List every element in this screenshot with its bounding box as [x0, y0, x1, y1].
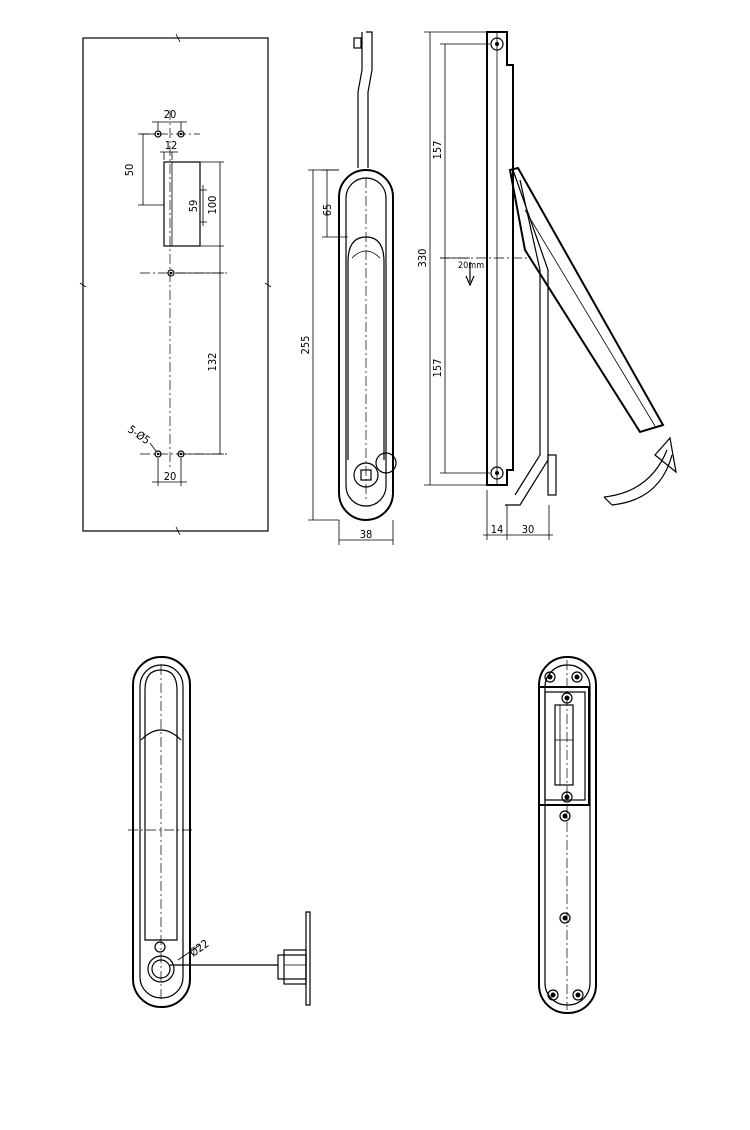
- dim-slot-offset: 50: [123, 164, 136, 177]
- dim-lower-length: 157: [431, 359, 444, 378]
- dim-upper-length: 157: [431, 141, 444, 160]
- dim-total-length: 330: [416, 249, 429, 268]
- slot-cutout: [163, 161, 201, 247]
- handle-rear-view: [538, 656, 597, 1014]
- dim-slot-inner-height: 59: [187, 200, 200, 213]
- dim-base-thickness: 14: [491, 523, 504, 536]
- rotation-arrow-icon: [603, 449, 668, 498]
- rear-screws: [544, 671, 584, 1001]
- handle-side-view: 20mm 157 330 157 14 30: [416, 31, 677, 540]
- dim-top-hole-spacing: 20: [164, 108, 177, 121]
- hole-callout: 5-Ø5: [125, 423, 152, 447]
- opened-handle: [508, 166, 665, 434]
- dim-bottom-hole-spacing: 20: [164, 470, 177, 483]
- base-rail: [486, 31, 514, 486]
- handle-housing: [338, 169, 394, 521]
- handle-lock-view: Ø22: [128, 656, 311, 1008]
- mounting-holes: [154, 130, 185, 458]
- panel-outline: [82, 37, 269, 532]
- dim-slot-height: 100: [206, 196, 219, 215]
- dim-top-to-grip: 65: [321, 204, 334, 217]
- handle-front-view: 65 255 38: [299, 31, 397, 545]
- latch-plate: [538, 686, 590, 806]
- dim-slot-width: 12: [165, 139, 178, 152]
- lock-cylinder-icon-2: [147, 955, 175, 983]
- panel-cutout-view: 20 12 50 59 100 132 20 5-Ø5: [79, 33, 272, 536]
- dim-travel: 20mm: [458, 261, 484, 271]
- rear-housing: [538, 656, 597, 1014]
- dim-depth: 30: [522, 523, 535, 536]
- dim-width: 38: [360, 528, 373, 541]
- handle-housing-2: [132, 656, 191, 1008]
- dim-lower-hole-spacing: 132: [206, 353, 219, 372]
- dim-overall-height: 255: [299, 336, 312, 355]
- lock-cylinder-icon: [353, 462, 379, 488]
- lock-tab-icon: [375, 452, 397, 474]
